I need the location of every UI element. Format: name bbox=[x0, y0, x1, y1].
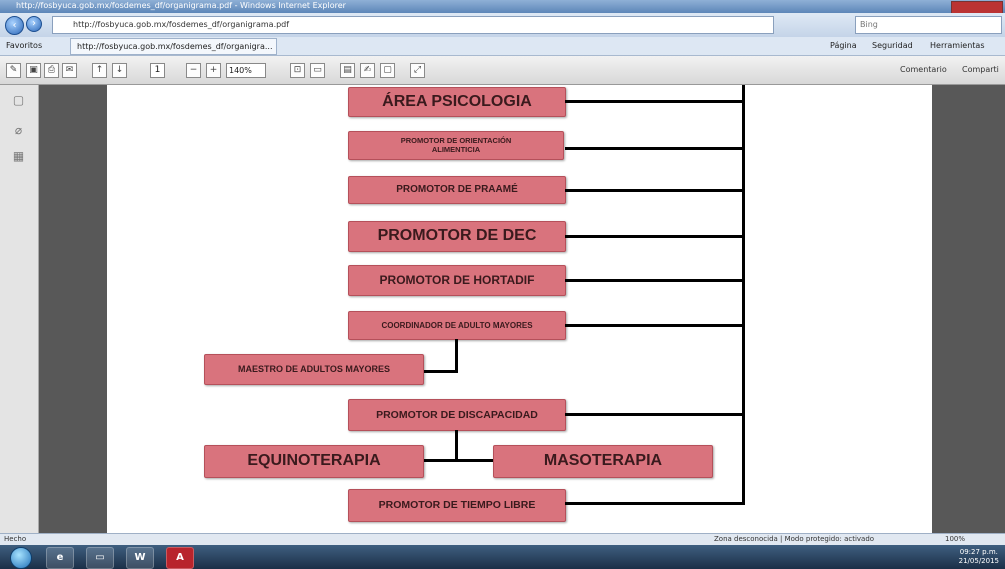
sign-icon[interactable]: ✍ bbox=[360, 63, 375, 78]
hortadif-box: PROMOTOR DE HORTADIF bbox=[348, 265, 566, 296]
masoterapia-box: MASOTERAPIA bbox=[493, 445, 713, 478]
file-explorer-icon[interactable]: ▭ bbox=[86, 547, 114, 569]
print-icon[interactable]: ⎙ bbox=[44, 63, 59, 78]
connector bbox=[455, 430, 458, 461]
fullscreen-icon[interactable]: ⤢ bbox=[410, 63, 425, 78]
favorites-button[interactable]: Favoritos bbox=[6, 41, 43, 50]
equinoterapia-box: EQUINOTERAPIA bbox=[204, 445, 424, 478]
internet-explorer-icon[interactable]: e bbox=[46, 547, 74, 569]
connector bbox=[565, 324, 745, 327]
create-icon[interactable]: ✎ bbox=[6, 63, 21, 78]
search-input[interactable]: Bing bbox=[855, 16, 1002, 34]
document-background-right bbox=[932, 85, 1005, 533]
zoom-in-icon[interactable]: + bbox=[206, 63, 221, 78]
attachment-icon[interactable]: ⌀ bbox=[14, 123, 23, 137]
window-title: http://fosbyuca.gob.mx/fosdemes_df/organ… bbox=[16, 1, 346, 10]
pdf-navigation-pane: ▢ ⌀ ▦ bbox=[0, 85, 39, 533]
address-bar: ‹ › http://fosbyuca.gob.mx/fosdemes_df/o… bbox=[0, 13, 1005, 37]
connector bbox=[565, 502, 745, 505]
area-psicologia-box: ÁREA PSICOLOGIA bbox=[348, 87, 566, 117]
maestro-adultos-mayores-box: MAESTRO DE ADULTOS MAYORES bbox=[204, 354, 424, 385]
save-icon[interactable]: ▣ bbox=[26, 63, 41, 78]
thumbnails-icon[interactable]: ▢ bbox=[12, 93, 25, 107]
status-text: Hecho bbox=[4, 535, 27, 543]
windows-start-icon[interactable] bbox=[10, 547, 32, 569]
status-bar: Hecho Zona desconocida | Modo protegido:… bbox=[0, 533, 1005, 546]
page-number-input[interactable]: 1 bbox=[150, 63, 165, 78]
browser-tab[interactable]: http://fosbyuca.gob.mx/fosdemes_df/organ… bbox=[70, 38, 277, 55]
document-background-left bbox=[39, 85, 107, 533]
main-connector bbox=[742, 85, 745, 503]
bookmark-icon[interactable]: ▦ bbox=[12, 149, 25, 163]
praame-box: PROMOTOR DE PRAAMÉ bbox=[348, 176, 566, 204]
pdf-page: ÁREA PSICOLOGIA PROMOTOR DE ORIENTACIÓN … bbox=[107, 85, 932, 533]
coordinador-adulto-mayores-box: COORDINADOR DE ADULTO MAYORES bbox=[348, 311, 566, 340]
favorites-bar: Favoritos http://fosbyuca.gob.mx/fosdeme… bbox=[0, 37, 1005, 56]
connector bbox=[422, 370, 458, 373]
next-page-icon[interactable]: ↓ bbox=[112, 63, 127, 78]
forward-button[interactable]: › bbox=[26, 16, 42, 32]
discapacidad-box: PROMOTOR DE DISCAPACIDAD bbox=[348, 399, 566, 431]
pdf-reader-icon[interactable]: A bbox=[166, 547, 194, 569]
orientacion-alimenticia-box: PROMOTOR DE ORIENTACIÓN ALIMENTICIA bbox=[348, 131, 564, 160]
dec-box: PROMOTOR DE DEC bbox=[348, 221, 566, 252]
tools-menu[interactable]: Herramientas bbox=[930, 41, 985, 50]
connector bbox=[565, 100, 745, 103]
previous-page-icon[interactable]: ↑ bbox=[92, 63, 107, 78]
system-clock[interactable]: 09:27 p.m. 21/05/2015 bbox=[959, 548, 999, 566]
connector bbox=[455, 339, 458, 373]
connector bbox=[565, 413, 745, 416]
back-button[interactable]: ‹ bbox=[5, 16, 24, 35]
taskbar: e ▭ W A 09:27 p.m. 21/05/2015 bbox=[0, 545, 1005, 569]
browser-tab-label: http://fosbyuca.gob.mx/fosdemes_df/organ… bbox=[77, 42, 273, 51]
tiempo-libre-box: PROMOTOR DE TIEMPO LIBRE bbox=[348, 489, 566, 522]
connector bbox=[565, 147, 745, 150]
clock-date: 21/05/2015 bbox=[958, 557, 999, 565]
pdf-toolbar: ✎ ▣ ⎙ ✉ ↑ ↓ 1 − + 140% ⊡ ▭ ▤ ✍ ▢ ⤢ Comen… bbox=[0, 56, 1005, 85]
email-icon[interactable]: ✉ bbox=[62, 63, 77, 78]
url-input[interactable]: http://fosbyuca.gob.mx/fosdemes_df/organ… bbox=[52, 16, 774, 34]
zoom-level-text[interactable]: 100% bbox=[945, 535, 966, 543]
search-placeholder: Bing bbox=[860, 20, 878, 29]
comment-button[interactable]: Comentario bbox=[900, 65, 947, 74]
read-mode-icon[interactable]: ▤ bbox=[340, 63, 355, 78]
connector bbox=[565, 279, 745, 282]
clock-time: 09:27 p.m. bbox=[959, 548, 998, 556]
zoom-select[interactable]: 140% bbox=[226, 63, 266, 78]
word-icon[interactable]: W bbox=[126, 547, 154, 569]
connector bbox=[565, 189, 745, 192]
window-title-bar: http://fosbyuca.gob.mx/fosdemes_df/organ… bbox=[0, 0, 1005, 14]
connector bbox=[565, 235, 745, 238]
comment-icon[interactable]: ▢ bbox=[380, 63, 395, 78]
connector bbox=[422, 459, 494, 462]
page-menu[interactable]: Página bbox=[830, 41, 857, 50]
zoom-out-icon[interactable]: − bbox=[186, 63, 201, 78]
url-text: http://fosbyuca.gob.mx/fosdemes_df/organ… bbox=[73, 20, 290, 29]
security-zone-text: Zona desconocida | Modo protegido: activ… bbox=[714, 535, 875, 543]
security-menu[interactable]: Seguridad bbox=[872, 41, 913, 50]
share-button[interactable]: Comparti bbox=[962, 65, 999, 74]
fit-page-icon[interactable]: ⊡ bbox=[290, 63, 305, 78]
fit-width-icon[interactable]: ▭ bbox=[310, 63, 325, 78]
